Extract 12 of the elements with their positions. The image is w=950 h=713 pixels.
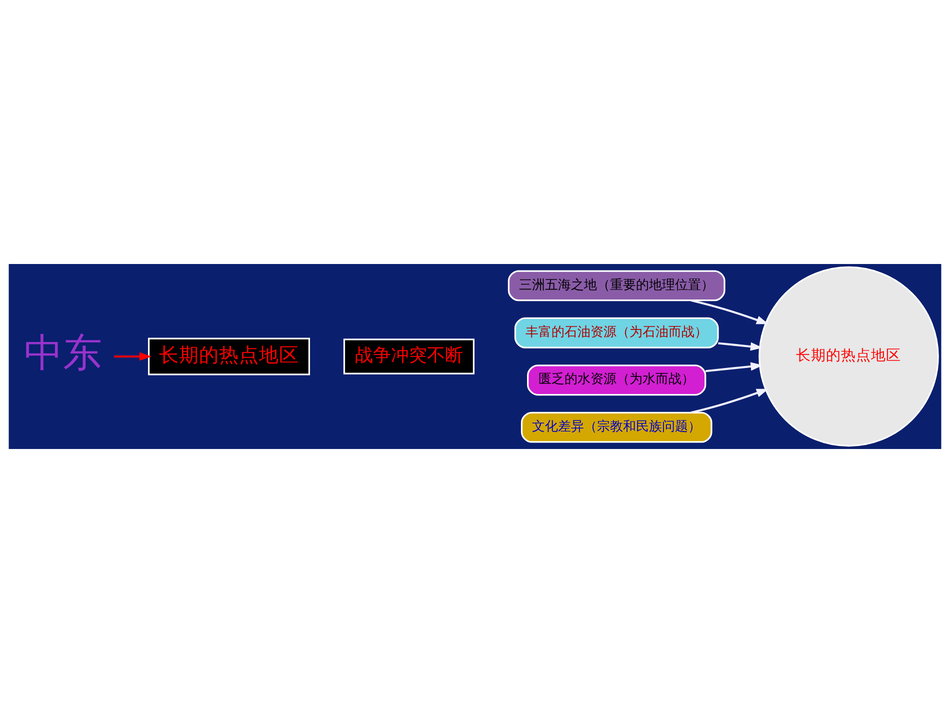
- node-circle: 长期的热点地区: [758, 266, 939, 447]
- arrow: [718, 342, 763, 351]
- node-box: 三洲五海之地（重要的地理位置）: [508, 270, 726, 302]
- node-box: 文化差异（宗教和民族问题）: [520, 412, 712, 443]
- arrow: [114, 352, 152, 361]
- arrow: [705, 362, 763, 372]
- node-box: 丰富的石油资源（为石油而战）: [514, 317, 719, 348]
- arrow: [690, 388, 769, 414]
- node-box: 匮乏的水资源（为水而战）: [527, 364, 706, 396]
- node-box: 长期的热点地区: [148, 338, 310, 376]
- node-text: 中东: [24, 331, 102, 376]
- node-box: 战争冲突不断: [343, 338, 474, 374]
